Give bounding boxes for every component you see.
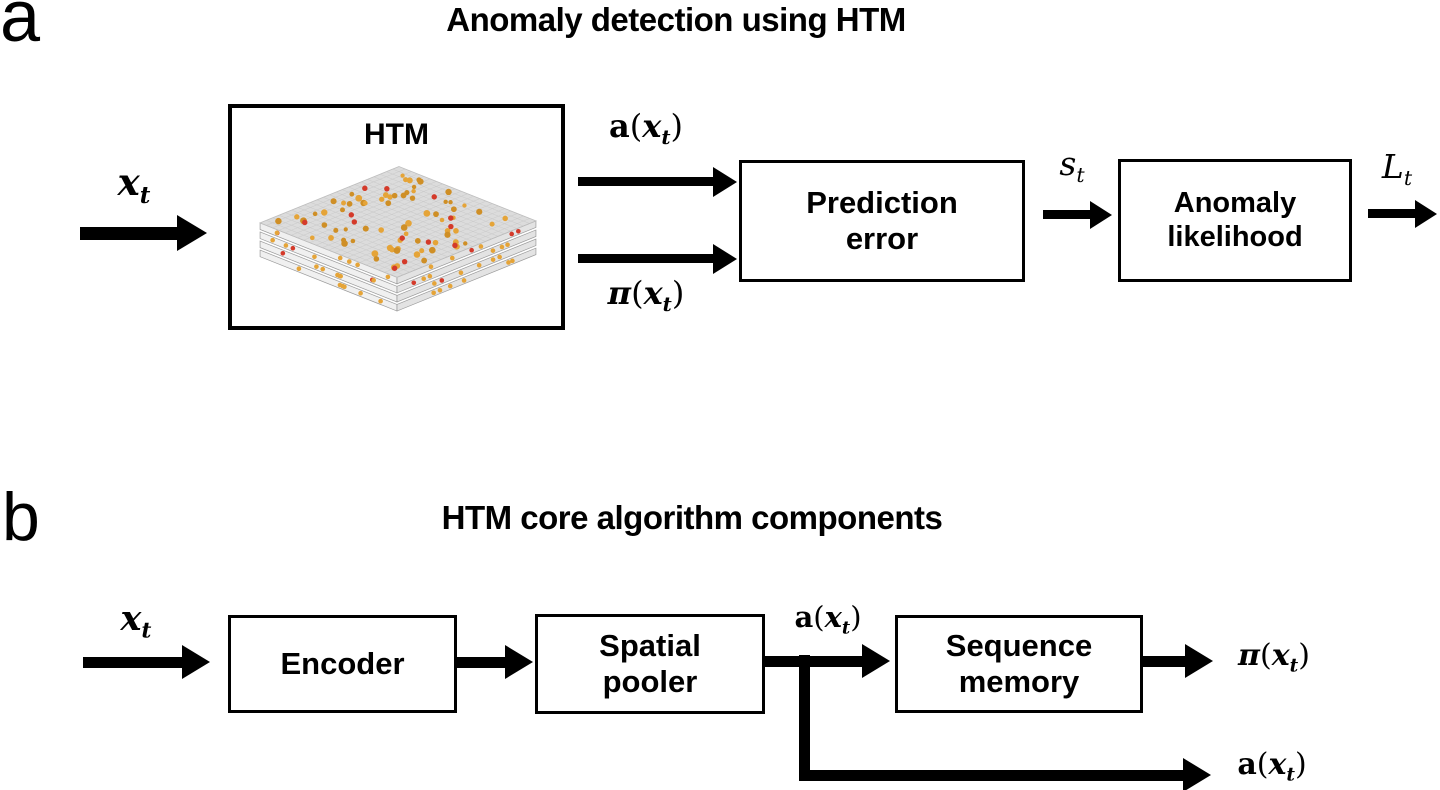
- output-pixt-label-b: π(xt): [1238, 638, 1310, 677]
- score-st-label: st: [1059, 144, 1085, 188]
- htm-box-label: HTM: [364, 118, 429, 151]
- arrow-final-output-a: [1368, 200, 1437, 228]
- arrowhead-icon: [1090, 201, 1112, 229]
- encoder-box: Encoder: [228, 615, 457, 713]
- arrow-shaft: [1368, 209, 1415, 218]
- arrow-encoder-to-spatial: [457, 645, 533, 679]
- input-xt-label-b: xt: [120, 598, 152, 644]
- arrowhead-icon: [713, 244, 737, 274]
- panel-a-title: Anomaly detection using HTM: [446, 1, 906, 38]
- arrow-shaft: [578, 254, 713, 263]
- arrow-shaft: [83, 657, 182, 668]
- arrow-a-to-prediction: [578, 167, 737, 197]
- arrow-input-a: [80, 215, 207, 251]
- sequence-memory-box: Sequence memory: [895, 615, 1143, 713]
- arrow-pi-to-prediction: [578, 244, 737, 274]
- arrow-shaft: [1143, 656, 1185, 667]
- spatial-pooler-box: Spatial pooler: [535, 614, 765, 714]
- arrow-input-b: [83, 645, 210, 679]
- panel-b-title: HTM core algorithm components: [441, 499, 943, 536]
- spatial-pooler-line1: Spatial: [599, 628, 701, 664]
- sdr-axt-label: a(xt): [794, 600, 862, 639]
- arrow-shaft: [80, 227, 179, 240]
- arrowhead-icon: [182, 645, 210, 679]
- branch-vertical-line: [799, 655, 810, 781]
- input-xt-label-a: xt: [117, 160, 151, 210]
- arrowhead-icon: [713, 167, 737, 197]
- panel-b-label: b: [2, 479, 40, 555]
- sequence-memory-line1: Sequence: [945, 628, 1093, 664]
- arrow-sequence-output: [1143, 644, 1213, 678]
- arrowhead-icon: [1185, 644, 1213, 678]
- anomaly-likelihood-line2: likelihood: [1167, 220, 1303, 253]
- anomaly-likelihood-line1: Anomaly: [1173, 187, 1297, 220]
- likelihood-lt-label: Lt: [1381, 147, 1413, 191]
- prediction-error-box: Prediction error: [739, 160, 1025, 282]
- branch-horizontal-line: [799, 770, 1183, 781]
- arrowhead-icon: [1183, 758, 1211, 790]
- output-pixt-label-a: π(xt): [607, 274, 685, 316]
- arrow-shaft: [1043, 210, 1090, 219]
- prediction-error-line1: Prediction: [806, 185, 958, 221]
- prediction-error-line2: error: [845, 221, 919, 256]
- arrowhead-icon: [177, 215, 207, 251]
- arrow-shaft: [457, 657, 505, 668]
- htm-layers-image: [258, 166, 538, 312]
- spatial-pooler-line2: pooler: [602, 664, 698, 699]
- sequence-memory-line2: memory: [958, 664, 1080, 699]
- encoder-label: Encoder: [280, 646, 405, 682]
- output-axt-label-b: a(xt): [1237, 747, 1307, 786]
- output-axt-label-a: a(xt): [609, 107, 683, 149]
- htm-box: HTM: [228, 104, 565, 330]
- anomaly-likelihood-box: Anomaly likelihood: [1118, 159, 1352, 282]
- arrow-shaft: [578, 177, 713, 186]
- arrowhead-icon: [505, 645, 533, 679]
- arrow-shaft: [765, 656, 862, 667]
- arrow-prediction-to-anomaly: [1043, 201, 1112, 229]
- arrow-spatial-to-sequence: [765, 644, 890, 678]
- arrowhead-icon: [1415, 200, 1437, 228]
- arrowhead-icon: [862, 644, 890, 678]
- panel-a-label: a: [0, 0, 41, 57]
